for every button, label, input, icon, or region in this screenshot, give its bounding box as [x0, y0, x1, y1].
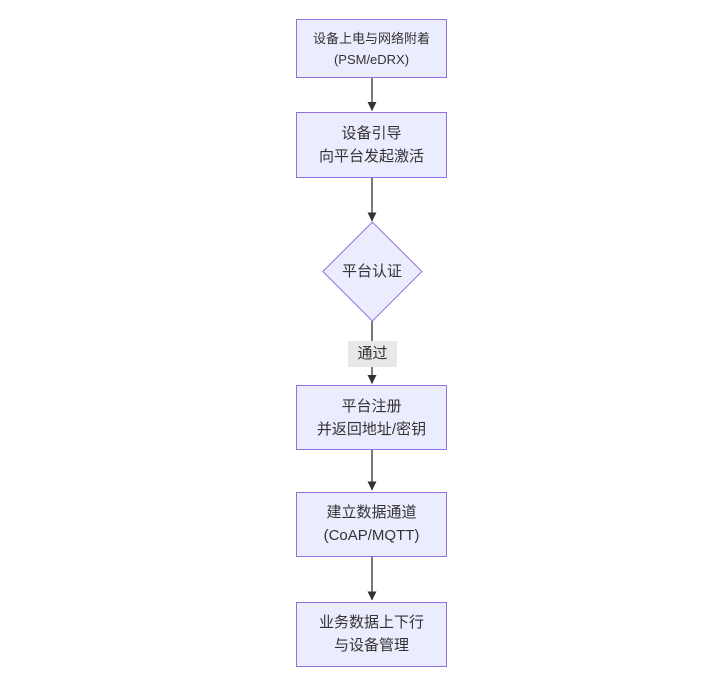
node-text-line: 与设备管理 — [333, 637, 409, 654]
node-text-line: 建立数据通道 — [326, 504, 417, 521]
node-data-channel: 建立数据通道 (CoAP/MQTT) — [296, 491, 447, 557]
node-business-data: 业务数据上下行 与设备管理 — [296, 601, 447, 667]
node-platform-register: 平台注册 并返回地址/密钥 — [296, 385, 447, 450]
node-text-line: 业务数据上下行 — [318, 614, 424, 631]
node-text-line: (PSM/eDRX) — [333, 51, 410, 67]
node-text-line: 并返回地址/密钥 — [316, 420, 427, 438]
node-text-line: 设备上电与网络附着 — [312, 30, 430, 46]
node-text-line: 设备引导 — [341, 125, 402, 142]
node-text-line: (CoAP/MQTT) — [323, 527, 420, 544]
node-platform-auth-label: 平台认证 — [341, 263, 402, 280]
node-device-attach: 设备上电与网络附着 (PSM/eDRX) — [296, 19, 447, 78]
edge-label-pass: 通过 — [348, 341, 397, 367]
node-text-line: 平台注册 — [341, 397, 402, 415]
node-device-bootstrap: 设备引导 向平台发起激活 — [296, 112, 447, 178]
node-text-line: 向平台发起激活 — [318, 148, 424, 165]
